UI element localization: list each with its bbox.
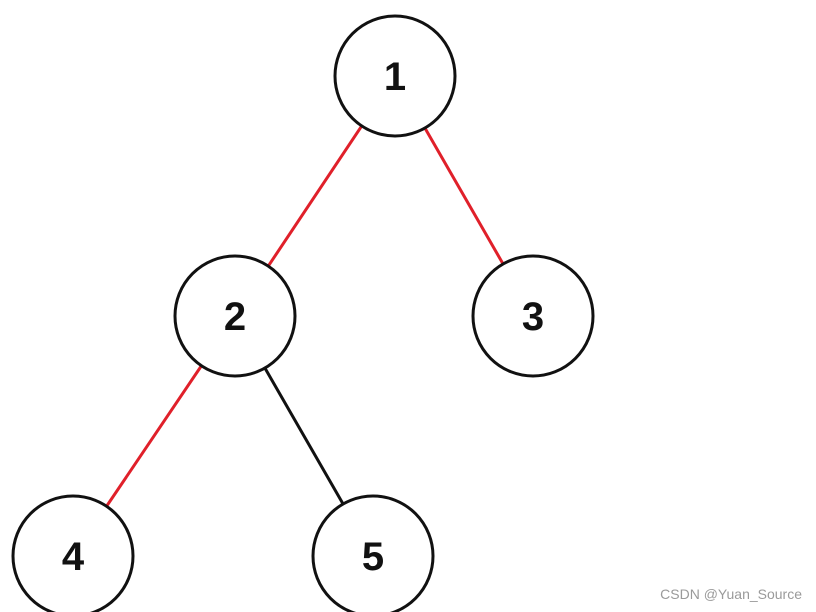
edge-1-3-highlighted <box>423 126 505 266</box>
edge-1-2-highlighted <box>266 124 364 268</box>
tree-node-3: 3 <box>471 254 595 378</box>
watermark-text: CSDN @Yuan_Source <box>660 586 802 602</box>
node-circle <box>471 254 595 378</box>
node-label: 5 <box>362 535 384 579</box>
node-circle <box>311 494 435 612</box>
node-label: 3 <box>522 295 544 339</box>
tree-node-5: 5 <box>311 494 435 612</box>
node-circle <box>11 494 135 612</box>
edges-layer <box>105 124 505 508</box>
node-label: 2 <box>224 295 246 339</box>
node-label: 1 <box>384 55 406 99</box>
tree-node-1: 1 <box>333 14 457 138</box>
nodes-layer: 1 2 3 4 5 <box>11 14 595 612</box>
node-circle <box>333 14 457 138</box>
node-circle <box>173 254 297 378</box>
tree-node-2: 2 <box>173 254 297 378</box>
node-label: 4 <box>62 535 85 579</box>
edge-2-4-highlighted <box>105 364 203 508</box>
edge-2-5 <box>263 366 345 506</box>
tree-node-4: 4 <box>11 494 135 612</box>
